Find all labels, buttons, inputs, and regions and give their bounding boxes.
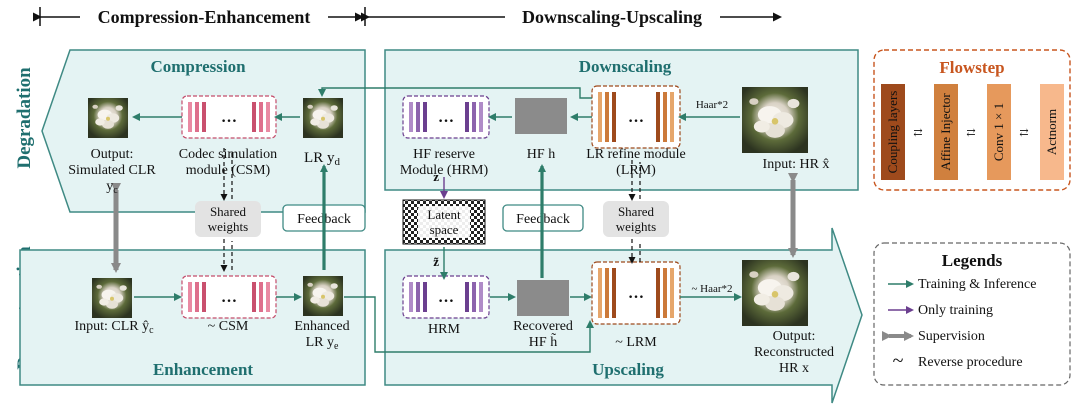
haar-bottom-label: ~ Haar*2 (691, 283, 732, 295)
module-dots: … (221, 289, 237, 306)
enhanced-line1: Enhanced (294, 319, 349, 334)
csm-line1: Codec simulation (179, 147, 277, 162)
legend-item-3: ~ Reverse procedure (893, 350, 1023, 372)
supervision-arrows (111, 173, 798, 273)
image-input-clr (92, 278, 132, 318)
shared-left-1: Shared (210, 204, 247, 219)
flowstep-arrow: ⇄ (913, 127, 922, 139)
hf-h-label: HF h (527, 147, 555, 162)
legend-title: Legends (942, 251, 1003, 270)
legend-item-label: Training & Inference (918, 277, 1036, 292)
region-title-enhancement: Enhancement (153, 360, 253, 379)
tilde-icon: ~ (893, 350, 904, 372)
header-left-title: Compression-Enhancement (98, 7, 311, 27)
module-csm-top: … (181, 95, 277, 139)
image-simulated-clr (88, 98, 128, 138)
header: Compression-Enhancement Downscaling-Upsc… (33, 7, 782, 27)
flowstep-block-3: Actnorm (1040, 84, 1064, 180)
legend-item-1: Only training (888, 303, 993, 318)
flowstep-block-1: Affine Injector (934, 84, 958, 180)
module-dots: … (628, 285, 644, 302)
output-sim-line3: yc (106, 179, 118, 196)
flowstep-arrow: ⇄ (966, 127, 975, 139)
output-sim-line1: Output: (91, 147, 134, 162)
legend-item-label: Reverse procedure (918, 355, 1023, 370)
flowstep-arrow: ⇄ (1019, 127, 1028, 139)
flowstep-block-0: Coupling layers (881, 84, 905, 180)
image-reconstructed-hr (742, 260, 808, 326)
flow-arrows (132, 87, 742, 353)
legend-item-0: Training & Inference (888, 277, 1036, 292)
flowstep-block-label: Affine Injector (938, 93, 953, 171)
out-rec-line2: Reconstructed (754, 345, 834, 360)
shared-right-1: Shared (618, 204, 655, 219)
shared-right-2: weights (616, 219, 656, 234)
hf-h-block (515, 98, 567, 134)
hrm-top-line1: HF reserve (413, 147, 475, 162)
lrm-line2: (LRM) (616, 163, 656, 178)
legend-item-label: Supervision (918, 329, 985, 344)
flowstep-block-label: Actnorm (1044, 109, 1059, 155)
hrm-bottom-label: HRM (428, 322, 460, 337)
z-tilde-label: z̃ (433, 254, 439, 269)
module-lrm-bottom: … (591, 261, 681, 325)
flowstep-block-label: Coupling layers (885, 91, 900, 174)
module-csm-bottom: … (181, 275, 277, 319)
haar-top-label: Haar*2 (696, 99, 728, 111)
module-blocks: … … … … … … (181, 85, 681, 325)
input-clr-label: Input: CLR ŷc (74, 319, 154, 336)
region-title-compression: Compression (150, 57, 246, 76)
enhanced-line2: LR ye (306, 335, 339, 352)
flowstep-title: Flowstep (939, 58, 1004, 77)
input-hr-label: Input: HR x̂ (763, 157, 830, 172)
image-lr-yd (303, 98, 343, 138)
module-lrm-top: … (591, 85, 681, 149)
image-input-hr (742, 87, 808, 153)
z-label: z (433, 169, 439, 184)
out-rec-line1: Output: (773, 329, 816, 344)
recovered-hf-block (517, 280, 569, 316)
module-hrm-bottom: … (402, 275, 490, 319)
module-dots: … (438, 109, 454, 126)
shared-left-2: weights (208, 219, 248, 234)
module-dots: … (438, 289, 454, 306)
csm-line2: module (CSM) (186, 163, 271, 178)
flowstep-block-label: Conv 1 × 1 (991, 103, 1006, 161)
side-label-degradation: Degradation (14, 67, 35, 169)
region-title-downscaling: Downscaling (579, 57, 672, 76)
header-right-title: Downscaling-Upscaling (522, 7, 702, 27)
hrm-top-line2: Module (HRM) (400, 163, 489, 178)
image-enhanced-lr (303, 276, 343, 316)
legend-item-label: Only training (918, 303, 993, 318)
latent-label-2: space (430, 222, 459, 237)
lrm-inverse-label: ~ LRM (615, 335, 657, 350)
out-rec-line3: HR x (779, 361, 809, 376)
module-hrm-top: … (402, 95, 490, 139)
shared-weights-connectors (220, 148, 641, 272)
module-dots: … (221, 109, 237, 126)
recovered-line1: Recovered (513, 319, 573, 334)
module-dots: … (628, 109, 644, 126)
latent-label-1: Latent (427, 207, 461, 222)
lrm-line1: LR refine module (586, 147, 686, 162)
lr-yd-label: LR yd (304, 150, 340, 168)
output-sim-line2: Simulated CLR (68, 163, 156, 178)
shared-weights-right (603, 201, 669, 237)
csm-inverse-label: ~ CSM (208, 319, 249, 334)
legend-item-2: Supervision (882, 329, 985, 344)
feedback-arrows (320, 164, 546, 278)
flowstep-block-2: Conv 1 × 1 (987, 84, 1011, 180)
shared-weights-left (195, 201, 261, 237)
flowstep-panel (873, 49, 1071, 191)
legend-panel (873, 242, 1071, 386)
flowstep-blocks: Coupling layers ⇄ Affine Injector ⇄ Conv 1 ×… (881, 84, 1064, 180)
region-title-upscaling: Upscaling (592, 360, 664, 379)
recovered-line2: HF h̃ (529, 333, 557, 350)
